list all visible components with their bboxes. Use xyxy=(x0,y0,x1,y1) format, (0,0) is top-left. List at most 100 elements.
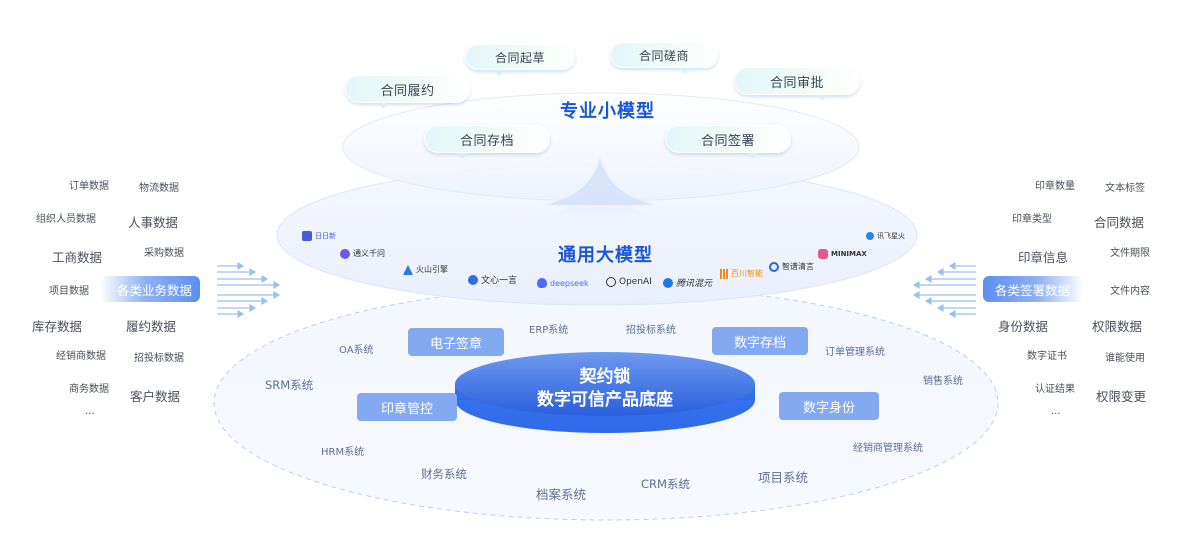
business-data-highlight: 各类业务数据 xyxy=(100,276,200,302)
model-logo-tongyi: 通义千问 xyxy=(340,248,385,259)
model-logo-deepseek: deepseek xyxy=(537,278,589,288)
right-data-item: 身份数据 xyxy=(998,319,1049,334)
system-sales: 销售系统 xyxy=(923,376,963,387)
right-data-item: 权限数据 xyxy=(1092,319,1143,334)
left-data-item: 客户数据 xyxy=(130,389,181,404)
system-archive: 档案系统 xyxy=(536,487,587,502)
deepseek-whale-icon xyxy=(537,278,547,288)
right-data-item: 文件期限 xyxy=(1110,248,1150,259)
left-data-item: 采购数据 xyxy=(144,248,184,259)
bubble-contract-performance: 合同履约 xyxy=(345,75,470,109)
model-name: 百川智能 xyxy=(731,269,763,278)
right-data-item: 文件内容 xyxy=(1110,286,1150,297)
model-logo-openai: OpenAI xyxy=(606,277,652,287)
model-name: MINIMAX xyxy=(831,250,867,258)
left-data-item: 经销商数据 xyxy=(56,351,106,362)
right-data-ellipsis: ... xyxy=(1051,406,1061,417)
model-name: OpenAI xyxy=(619,277,652,287)
right-data-item: 印章数量 xyxy=(1035,181,1075,192)
model-name: 火山引擎 xyxy=(416,265,448,274)
module-digital-identity: 数字身份 xyxy=(779,392,879,420)
minimax-logo-icon xyxy=(818,249,828,259)
module-digital-archive: 数字存档 xyxy=(712,327,808,355)
spark-logo-icon xyxy=(866,232,874,240)
left-data-item: 工商数据 xyxy=(52,250,103,265)
system-dealer-management: 经销商管理系统 xyxy=(853,443,923,454)
bubble-contract-negotiation: 合同磋商 xyxy=(610,42,718,74)
model-name: 文心一言 xyxy=(481,276,518,286)
model-name: 智谱清言 xyxy=(782,262,814,271)
left-data-item: 订单数据 xyxy=(69,181,109,192)
right-data-item: 认证结果 xyxy=(1035,384,1075,395)
zhipu-logo-icon xyxy=(769,261,779,272)
system-oa: OA系统 xyxy=(339,345,374,356)
hunyuan-logo-icon xyxy=(663,277,673,288)
core-platform-name: 数字可信产品底座 xyxy=(537,390,673,410)
bubble-label: 合同存档 xyxy=(459,133,514,149)
bubble-contract-signing: 合同签署 xyxy=(665,125,791,159)
bubble-label: 合同审批 xyxy=(769,75,824,91)
top-cone xyxy=(545,158,655,205)
core-disc-top xyxy=(455,352,755,416)
left-data-item: 物流数据 xyxy=(139,183,179,194)
specialized-small-model-title: 专业小模型 xyxy=(560,101,655,122)
system-order-management: 订单管理系统 xyxy=(825,347,885,358)
tongyi-logo-icon xyxy=(340,248,350,259)
model-logo-wenxin: 文心一言 xyxy=(468,273,517,286)
bubble-contract-approval: 合同审批 xyxy=(734,67,860,101)
baichuan-logo-icon xyxy=(720,268,728,279)
core-platform-label: 契约锁 数字可信产品底座 xyxy=(455,366,755,412)
model-logo-spark: 讯飞星火 xyxy=(866,231,905,241)
sensenova-logo-icon xyxy=(302,231,312,241)
model-name: 日日新 xyxy=(315,232,336,240)
system-project: 项目系统 xyxy=(758,470,809,485)
bubble-label: 合同磋商 xyxy=(638,48,689,63)
left-data-item: 组织人员数据 xyxy=(36,214,96,225)
model-name: 腾讯混元 xyxy=(676,279,713,289)
signing-data-highlight: 各类签署数据 xyxy=(983,276,1083,302)
left-data-item: 人事数据 xyxy=(128,215,179,230)
bubble-contract-drafting: 合同起草 xyxy=(465,44,575,76)
right-data-item: 谁能使用 xyxy=(1105,353,1145,364)
bubble-contract-archive: 合同存档 xyxy=(424,125,550,159)
model-logo-hunyuan: 腾讯混元 xyxy=(663,276,712,289)
right-data-item: 文本标签 xyxy=(1105,183,1145,194)
module-e-signature: 电子签章 xyxy=(408,328,504,356)
volcengine-logo-icon xyxy=(403,264,413,275)
bubble-label: 合同签署 xyxy=(700,133,755,149)
wenxin-logo-icon xyxy=(468,274,478,285)
right-data-item: 权限变更 xyxy=(1096,389,1147,404)
model-name: 通义千问 xyxy=(353,249,385,258)
model-logo-volcengine: 火山引擎 xyxy=(403,264,448,275)
openai-logo-icon xyxy=(606,277,616,287)
model-logo-baichuan: 百川智能 xyxy=(720,268,763,279)
system-erp: ERP系统 xyxy=(529,325,569,336)
bubble-label: 合同起草 xyxy=(494,50,545,65)
system-finance: 财务系统 xyxy=(421,467,467,481)
system-hrm: HRM系统 xyxy=(321,447,365,458)
left-data-ellipsis: ... xyxy=(85,406,95,417)
model-logo-minimax: MINIMAX xyxy=(818,249,867,259)
left-data-item: 库存数据 xyxy=(32,319,83,334)
system-srm: SRM系统 xyxy=(265,378,314,392)
right-data-item: 合同数据 xyxy=(1094,215,1145,230)
left-data-item: 项目数据 xyxy=(49,286,89,297)
left-arrows xyxy=(217,261,281,319)
right-data-item: 印章类型 xyxy=(1012,214,1052,225)
model-name: deepseek xyxy=(550,278,589,288)
system-bidding: 招投标系统 xyxy=(626,325,676,336)
model-logo-sensenova: 日日新 xyxy=(302,231,336,241)
model-name: 讯飞星火 xyxy=(877,232,905,240)
left-data-item: 招投标数据 xyxy=(134,353,184,364)
left-data-item: 商务数据 xyxy=(69,384,109,395)
core-brand-name: 契约锁 xyxy=(579,367,631,387)
bubble-label: 合同履约 xyxy=(380,83,435,99)
module-seal-control: 印章管控 xyxy=(357,393,457,421)
right-data-item: 数字证书 xyxy=(1027,351,1067,362)
general-large-model-title: 通用大模型 xyxy=(558,245,653,266)
model-logo-zhipu: 智谱清言 xyxy=(769,261,814,272)
right-data-item: 印章信息 xyxy=(1018,250,1069,265)
right-arrows xyxy=(912,261,976,319)
system-crm: CRM系统 xyxy=(641,477,690,491)
left-data-item: 履约数据 xyxy=(126,319,177,334)
